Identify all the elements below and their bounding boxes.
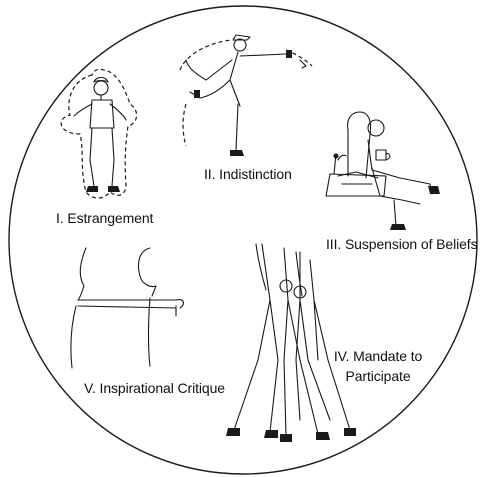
label-mandate-to-participate: IV. Mandate to Participate <box>318 346 438 386</box>
label-mandate-line2: Participate <box>345 368 411 384</box>
estrangement-figure <box>60 68 138 199</box>
label-indistinction: II. Indistinction <box>204 166 292 182</box>
critique-figure <box>70 247 185 369</box>
suspension-head <box>367 119 385 137</box>
label-suspension-of-beliefs: III. Suspension of Beliefs <box>326 236 478 252</box>
label-mandate-line1: IV. Mandate to <box>333 348 423 364</box>
indistinction-figure <box>179 34 313 156</box>
suspension-figure <box>325 111 440 230</box>
outer-circle <box>8 5 478 475</box>
mandate-figure <box>226 243 356 442</box>
label-inspirational-critique: V. Inspirational Critique <box>84 380 225 396</box>
label-estrangement: I. Estrangement <box>56 210 154 226</box>
estrangement-head <box>93 80 109 96</box>
indistinction-head <box>233 38 247 52</box>
